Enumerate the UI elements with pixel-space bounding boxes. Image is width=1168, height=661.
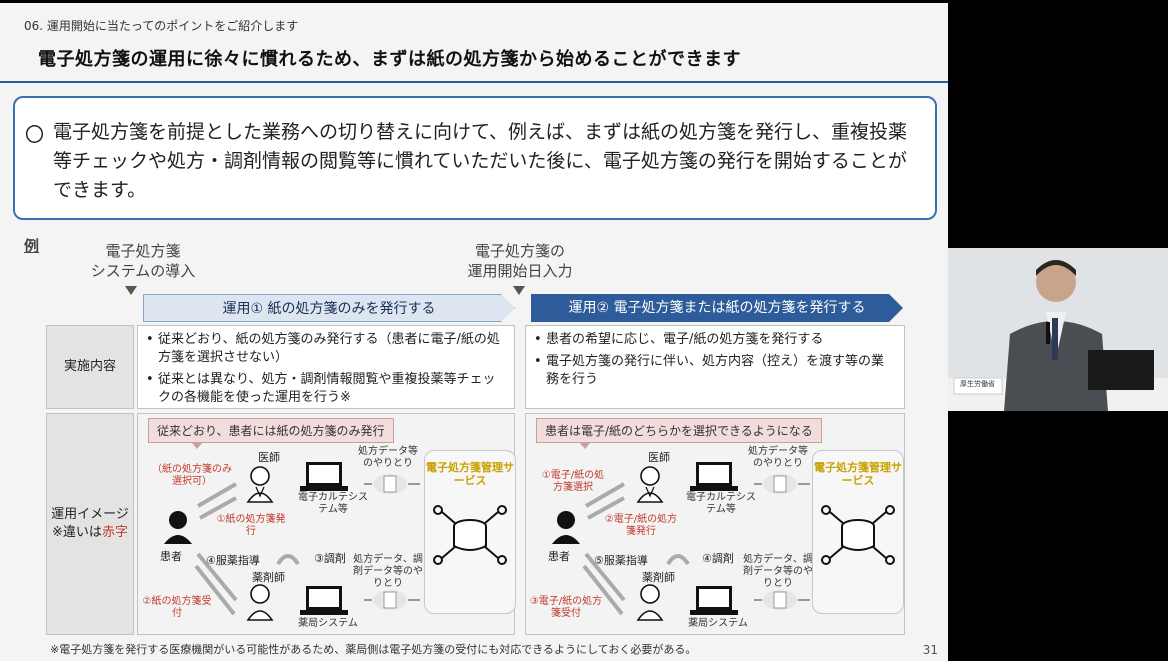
phase2-issue-label: ②電子/紙の処方箋発行 bbox=[604, 514, 678, 537]
phase1-bar: 運用① 紙の処方箋のみを発行する bbox=[143, 294, 515, 322]
laptop-icon bbox=[300, 462, 348, 491]
row2-head-red: 赤字 bbox=[101, 525, 128, 540]
phase1-image-cell: 従来どおり、患者には紙の処方箋のみ発行 （紙の処方箋のみ選択可） 医師 電子カル… bbox=[137, 413, 516, 635]
doctor-icon bbox=[246, 466, 274, 503]
document-icon bbox=[754, 590, 810, 610]
phase1-item: 従来どおり、紙の処方箋のみ発行する（患者に電子/紙の処方箋を選択させない） bbox=[146, 331, 506, 367]
laptop-icon bbox=[300, 586, 348, 615]
step2-line2: 運用開始日入力 bbox=[467, 262, 573, 280]
pharmacist-icon bbox=[636, 584, 664, 621]
phase2-doctor-label: 医師 bbox=[648, 451, 670, 464]
phase1-diagram-graphics bbox=[164, 462, 507, 621]
phase2-pharmacist-label: 薬剤師 bbox=[642, 571, 675, 584]
step2-marker-icon bbox=[513, 286, 525, 295]
document-icon bbox=[754, 474, 810, 494]
arrow-icon bbox=[194, 482, 300, 616]
database-icon bbox=[821, 505, 895, 565]
person-icon bbox=[164, 511, 192, 544]
phase2-item: 電子処方箋の発行に伴い、処方内容（控え）を渡す等の業務を行う bbox=[534, 353, 896, 389]
arrow-icon bbox=[582, 482, 690, 616]
phase1-item: 従来とは異なり、処方・調剤情報閲覧や重複投薬等チェックの各機能を使った運用を行う… bbox=[146, 371, 506, 407]
phase1-callout: 従来どおり、患者には紙の処方箋のみ発行 bbox=[148, 418, 394, 449]
row2-head-line1: 運用イメージ bbox=[51, 507, 129, 522]
phase1-pharmacist-label: 薬剤師 bbox=[252, 571, 285, 584]
phase2-karte-label: 電子カルテシステム等 bbox=[686, 492, 756, 515]
step2-line1: 電子処方箋の bbox=[474, 242, 565, 260]
phase2-bar: 運用② 電子処方箋または紙の処方箋を発行する bbox=[531, 294, 903, 322]
presenter-figure bbox=[948, 248, 1168, 411]
phase2-choice-label: ①電子/紙の処方箋選択 bbox=[541, 470, 605, 493]
person-icon bbox=[552, 511, 580, 544]
phase2-exchange-bottom-label: 処方データ、調剤データ等のやりとり bbox=[743, 554, 813, 589]
phase1-issue-label: ①紙の処方箋発行 bbox=[216, 514, 286, 537]
phase1-dispense-label: ③調剤 bbox=[314, 552, 346, 565]
phase1-exchange-top-label: 処方データ等のやりとり bbox=[358, 446, 418, 469]
step1-line2: システムの導入 bbox=[90, 262, 196, 280]
presenter-nameplate: 厚生労働省 bbox=[960, 380, 995, 388]
row-head-content: 実施内容 bbox=[46, 325, 134, 409]
phase2-callout: 患者は電子/紙のどちらかを選択できるようになる bbox=[536, 418, 822, 449]
row2-head-prefix: ※違いは bbox=[52, 525, 102, 540]
phase2-content-cell: 患者の希望に応じ、電子/紙の処方箋を発行する 電子処方箋の発行に伴い、処方内容（… bbox=[525, 325, 905, 409]
phase1-exchange-bottom-label: 処方データ、調剤データ等のやりとり bbox=[353, 554, 423, 589]
phase2-patient-label: 患者 bbox=[548, 550, 570, 563]
phase1-pharm-sys-label: 薬局システム bbox=[298, 618, 358, 629]
phase2-guidance-label: ⑤服薬指導 bbox=[594, 554, 648, 567]
black-bar-bottom bbox=[948, 411, 1168, 661]
phase2-image-cell: 患者は電子/紙のどちらかを選択できるようになる ①電子/紙の処方箋選択 医師 電… bbox=[525, 413, 905, 635]
slide-subtitle: 06. 運用開始に当たってのポイントをご紹介します bbox=[24, 19, 299, 33]
phase1-service-label: 電子処方箋管理サービス bbox=[426, 461, 514, 487]
title-divider bbox=[0, 81, 948, 83]
footnote: ※電子処方箋を発行する医療機関がいる可能性があるため、薬局側は電子処方箋の受付に… bbox=[50, 643, 697, 656]
presenter-video: 厚生労働省 bbox=[948, 248, 1168, 411]
slide-headline: 電子処方箋の運用に徐々に慣れるため、まずは紙の処方箋から始めることができます bbox=[38, 49, 741, 70]
row-head-image: 運用イメージ ※違いは赤字 bbox=[46, 413, 134, 635]
phase1-content-cell: 従来どおり、紙の処方箋のみ発行する（患者に電子/紙の処方箋を選択させない） 従来… bbox=[137, 325, 515, 409]
phase1-choice-label: （紙の処方箋のみ選択可） bbox=[152, 464, 232, 487]
phase2-service-label: 電子処方箋管理サービス bbox=[814, 461, 902, 487]
laptop-icon bbox=[690, 462, 738, 491]
presentation-slide: 06. 運用開始に当たってのポイントをご紹介します 電子処方箋の運用に徐々に慣れ… bbox=[0, 3, 948, 661]
step1-marker-icon bbox=[125, 286, 137, 295]
step1-line1: 電子処方箋 bbox=[105, 242, 181, 260]
phase2-diagram-graphics bbox=[552, 462, 895, 621]
page-number: 31 bbox=[922, 643, 938, 657]
database-icon bbox=[433, 505, 507, 565]
phase1-doctor-label: 医師 bbox=[258, 451, 280, 464]
phase1-patient-label: 患者 bbox=[160, 550, 182, 563]
row2-head-line2: ※違いは赤字 bbox=[52, 524, 128, 542]
step-label-system-install: 電子処方箋 システムの導入 bbox=[88, 241, 198, 281]
phase2-item: 患者の希望に応じ、電子/紙の処方箋を発行する bbox=[534, 331, 896, 349]
document-icon bbox=[364, 590, 420, 610]
example-label: 例 bbox=[24, 237, 40, 255]
document-icon bbox=[364, 474, 420, 494]
doctor-icon bbox=[636, 466, 664, 503]
phase2-pharm-sys-label: 薬局システム bbox=[688, 618, 748, 629]
phase1-receive-label: ②紙の処方箋受付 bbox=[142, 596, 212, 619]
step-label-start-date: 電子処方箋の 運用開始日入力 bbox=[455, 241, 585, 281]
phase2-receive-label: ③電子/紙の処方箋受付 bbox=[529, 596, 603, 619]
phase1-karte-label: 電子カルテシステム等 bbox=[298, 492, 368, 515]
laptop-icon bbox=[690, 586, 738, 615]
pharmacist-icon bbox=[246, 584, 274, 621]
black-bar-top bbox=[948, 0, 1168, 248]
phase2-dispense-label: ④調剤 bbox=[702, 552, 734, 565]
lead-bullet: 〇 bbox=[25, 124, 45, 146]
phase2-exchange-top-label: 処方データ等のやりとり bbox=[748, 446, 808, 469]
lead-box: 〇 電子処方箋を前提とした業務への切り替えに向けて、例えば、まずは紙の処方箋を発… bbox=[13, 96, 937, 220]
phase1-guidance-label: ④服薬指導 bbox=[206, 554, 260, 567]
lead-text: 電子処方箋を前提とした業務への切り替えに向けて、例えば、まずは紙の処方箋を発行し… bbox=[53, 121, 908, 201]
